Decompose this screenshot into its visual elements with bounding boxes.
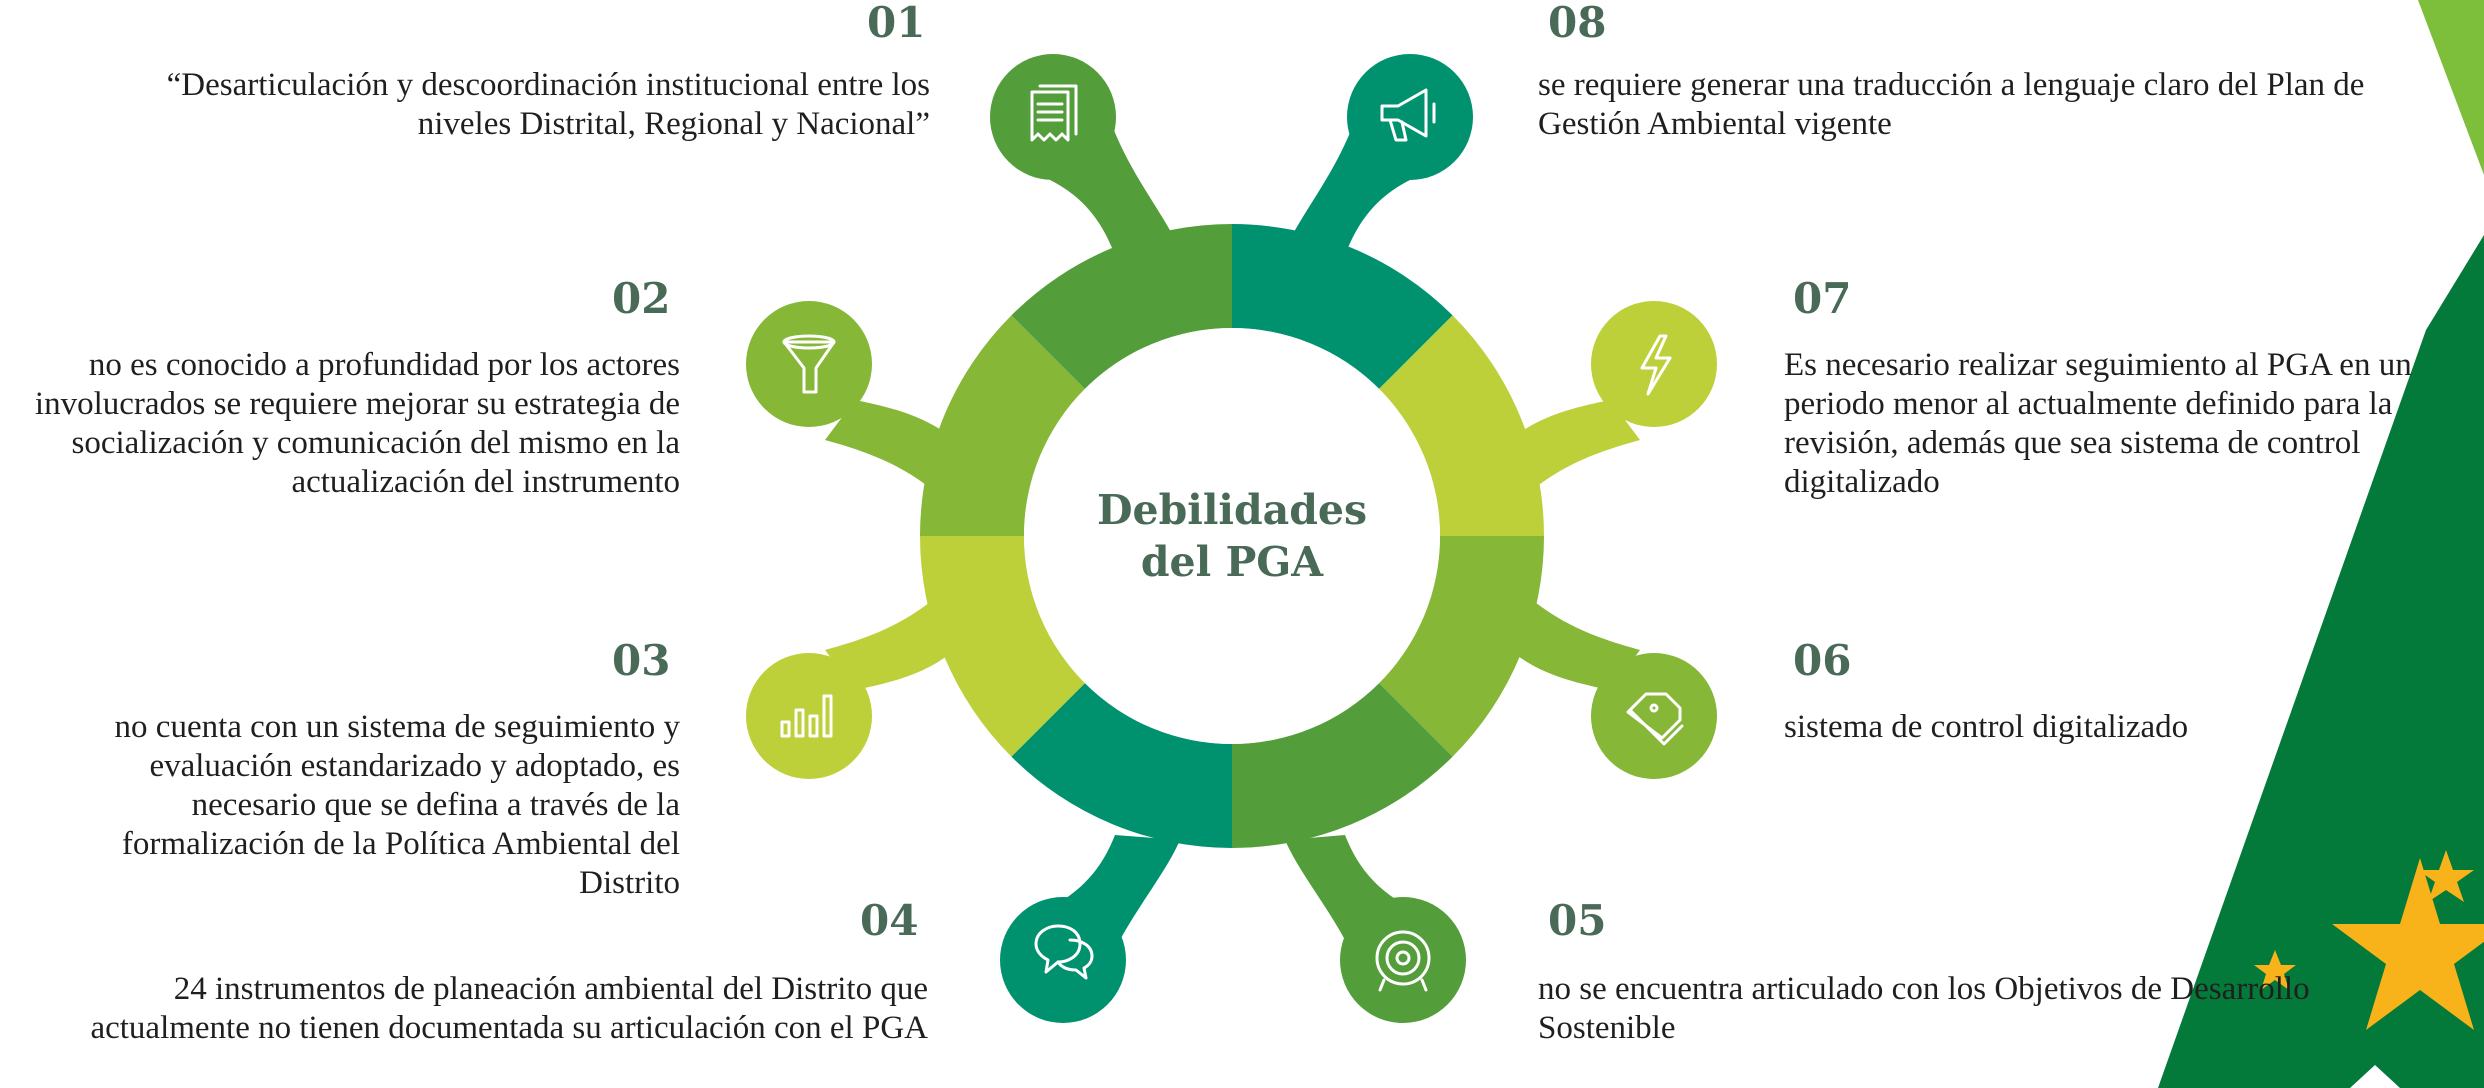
megaphone-icon <box>1380 88 1436 142</box>
star-small-icon <box>2418 850 2474 902</box>
satellite-07 <box>1591 301 1717 427</box>
banner-green-shape <box>2158 235 2484 1088</box>
star-large-icon <box>2332 858 2484 1030</box>
ring-segment-05 <box>1232 683 1453 849</box>
lightning-icon <box>1640 334 1672 396</box>
ring <box>920 224 1544 849</box>
satellite-08 <box>1347 54 1473 180</box>
satellites <box>746 54 1717 1023</box>
funnel-icon <box>782 334 836 394</box>
item-07-text: Es necesario realizar seguimiento al PGA… <box>1784 347 2412 500</box>
tags-icon <box>1626 692 1684 746</box>
target-icon <box>1375 930 1431 992</box>
receipt-icon <box>1030 84 1078 142</box>
item-05-number: 05 <box>1548 896 1607 945</box>
center-title-line2: del PGA <box>1140 538 1324 586</box>
item-02-text: no es conocido a profundidad por los act… <box>34 347 680 500</box>
item-06-number: 06 <box>1793 636 1852 685</box>
satellite-06 <box>1591 653 1717 779</box>
item-01-number: 01 <box>867 0 926 47</box>
item-06-text: sistema de control digitalizado <box>1784 709 2189 745</box>
satellite-01 <box>990 54 1116 180</box>
ring-segment-06 <box>1379 536 1544 757</box>
item-05-text: no se encuentra articulado con los Objet… <box>1538 971 2310 1046</box>
center-title: Debilidades del PGA <box>1032 484 1432 588</box>
item-03-text: no cuenta con un sistema de seguimiento … <box>114 709 680 901</box>
ring-segment-02 <box>920 315 1085 536</box>
banner-light-stripe <box>2418 0 2484 175</box>
item-04-number: 04 <box>860 896 919 945</box>
ring-segment-04 <box>1011 683 1232 848</box>
item-08-text: se requiere generar una traducción a len… <box>1538 67 2365 142</box>
ring-segment-03 <box>920 536 1085 757</box>
item-07-number: 07 <box>1793 274 1852 323</box>
ring-segment-01 <box>1011 224 1232 389</box>
center-title-line1: Debilidades <box>1096 486 1368 534</box>
decorative-banner <box>2158 0 2484 1088</box>
item-01-text: “Desarticulación y descoordinación insti… <box>166 67 930 142</box>
ring-segment-07 <box>1379 315 1544 536</box>
bar-chart-icon <box>780 694 833 738</box>
satellite-02 <box>746 301 872 427</box>
banner-letter-mark <box>2350 1065 2400 1088</box>
ring-segment-08 <box>1232 224 1453 389</box>
item-08-number: 08 <box>1548 0 1607 47</box>
item-02-number: 02 <box>612 274 671 323</box>
item-04-text: 24 instrumentos de planeación ambiental … <box>90 971 928 1046</box>
ring-center <box>1024 328 1440 744</box>
item-03-number: 03 <box>612 636 671 685</box>
satellite-04 <box>1000 897 1126 1023</box>
star-tiny-icon <box>2254 950 2296 990</box>
satellite-05 <box>1340 897 1466 1023</box>
chat-bubbles-icon <box>1034 924 1094 980</box>
